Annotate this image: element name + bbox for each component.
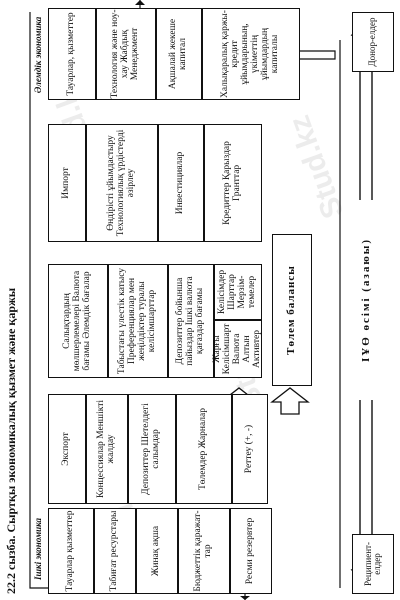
- domestic-natural-resources: Табиғат ресурстары: [94, 508, 136, 594]
- world-asset-international-capital: Халықаралық қаржы-кредит ұйымдарының, үк…: [202, 8, 300, 100]
- domestic-budget-funds: Бюджеттік қаражат-тар: [178, 508, 230, 594]
- recipient-label: Реципиент-елдер: [362, 542, 382, 586]
- domestic-official-reserves: Ресми резервтер: [230, 508, 272, 594]
- balance-of-payments: Төлем балансы: [272, 234, 312, 386]
- flow-investments: Инвестициялар: [158, 124, 204, 242]
- flow-payments: Төлемдер Жарналар: [176, 394, 232, 504]
- flow-production: Өндірісті ұйымдастыру Технологиялық үрді…: [86, 124, 158, 242]
- flow-credits: Кредиттер Қарыздар Гранттар: [204, 124, 262, 242]
- recipient-box: Реципиент-елдер: [352, 534, 394, 594]
- flow-foreign-deposits: Депозиттер Шетелдегі салымдар: [128, 394, 176, 504]
- gdp-label: ІҰӨ өсімі (азаюы): [358, 200, 376, 400]
- flow-export: Экспорт: [48, 394, 86, 504]
- donor-label: Донор-елдер: [367, 17, 378, 67]
- middle-agreements: Келісімдер Шарттар Мерзім-темелер: [214, 264, 262, 320]
- flow-concessions: Концессиялар Меншікті жалдау: [86, 394, 128, 504]
- middle-shares: Табыстағы үлестік катысу Преференциялар …: [108, 264, 168, 378]
- domestic-goods: Тауарлар қызметтер: [48, 508, 94, 594]
- middle-deposits: Депозиттер бойынша пайыздар Ішкі валюта …: [168, 264, 214, 378]
- world-economy-label: Әлемдік экономика: [33, 16, 44, 94]
- world-asset-private-capital: Ақшалай жекеше капитал: [156, 8, 202, 100]
- middle-charter: Жарғы Келісімшарт Валюта Алтын Активтер: [212, 320, 262, 378]
- world-asset-technology: Технология және ноу-хау Жабдық Менеджмен…: [96, 8, 156, 100]
- domestic-savings: Жинақ ақша: [136, 508, 178, 594]
- flow-import: Импорт: [48, 124, 86, 242]
- donor-box: Донор-елдер: [352, 12, 394, 72]
- world-asset-goods: Тауарлар, қызметтер: [48, 8, 96, 100]
- flow-regulation: Реттеу (+, -): [232, 394, 268, 504]
- middle-taxes: Салықтардың мөлшерлемелері Валюта бағамы…: [48, 264, 108, 378]
- domestic-economy-label: Ішкі экономика: [33, 518, 44, 580]
